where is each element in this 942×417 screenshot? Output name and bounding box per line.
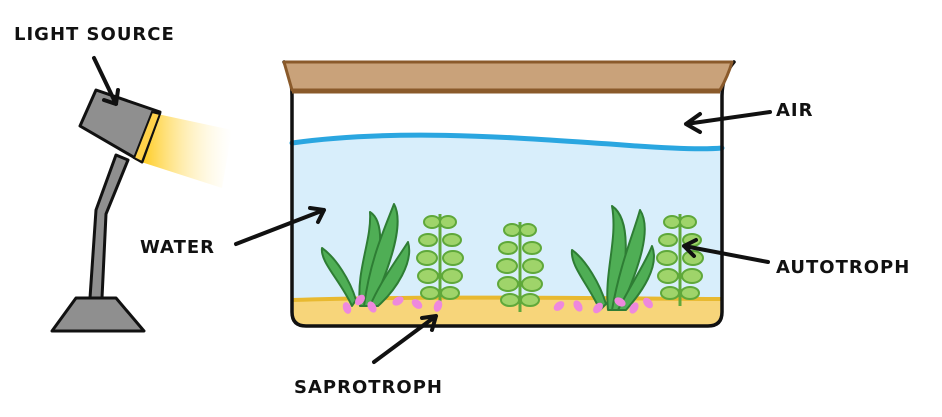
- lamp-bulb-face: [132, 110, 162, 164]
- water-surface: [289, 132, 725, 152]
- label-autotroph: AUTOTROPH: [776, 257, 910, 278]
- light-beam: [135, 112, 232, 188]
- arrow-air: [684, 110, 772, 134]
- label-saprotroph: SAPROTROPH: [294, 377, 443, 398]
- plant-dark-right: [570, 205, 655, 311]
- label-water: WATER: [140, 237, 215, 258]
- plant-light-2: [496, 222, 544, 312]
- arrows: [92, 56, 772, 364]
- lamp: [50, 88, 232, 333]
- label-air: AIR: [776, 100, 814, 121]
- arrow-water: [234, 206, 326, 246]
- sand-edge: [291, 295, 723, 302]
- plant-light-1: [416, 214, 464, 306]
- saprotrophs: [342, 294, 653, 314]
- plant-dark-left: [320, 203, 411, 307]
- arrow-light-source: [92, 56, 120, 106]
- arrow-autotroph: [682, 238, 770, 264]
- label-light-source: LIGHT SOURCE: [14, 24, 175, 45]
- tank: [282, 60, 736, 328]
- arrow-saprotroph: [372, 314, 438, 364]
- tank-lid: [282, 60, 734, 92]
- lamp-arm: [88, 153, 130, 300]
- lamp-base: [50, 296, 146, 333]
